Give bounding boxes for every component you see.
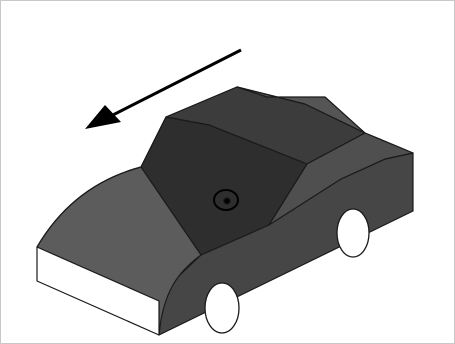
car-front-face	[36, 246, 160, 336]
cabin-rear	[236, 86, 366, 134]
rear-wheel	[336, 208, 370, 258]
front-wheel	[204, 282, 240, 334]
arrow-shaft	[108, 48, 242, 119]
motion-arrow	[85, 48, 242, 129]
arrow-head	[85, 105, 121, 129]
steering-wheel	[213, 189, 239, 211]
car	[36, 86, 414, 336]
